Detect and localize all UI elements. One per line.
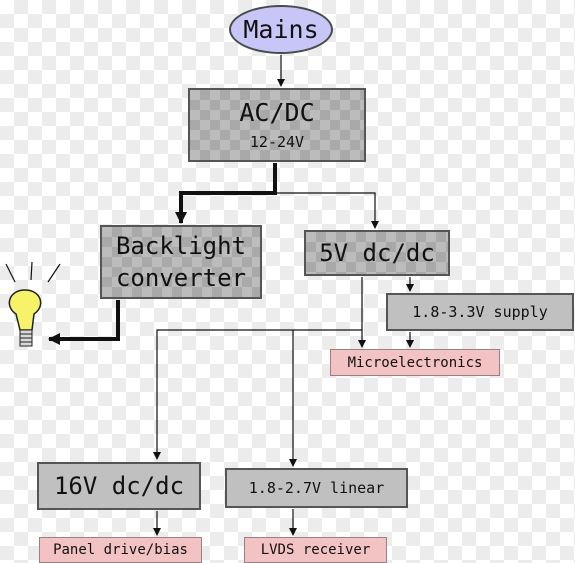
wire-acdc-backlight — [175, 163, 277, 224]
dcdc-16v-label: 16V dc/dc — [53, 472, 185, 500]
lvds-receiver-label: LVDS receiver — [260, 542, 371, 558]
backlight-label-line2: converter — [115, 264, 247, 292]
panel-drive-load: Panel drive/bias — [39, 537, 202, 563]
mains-node: Mains — [229, 5, 333, 54]
backlight-label-line1: Backlight — [115, 232, 247, 260]
light-bulb-icon — [5, 261, 61, 347]
lvds-receiver-load: LVDS receiver — [244, 537, 387, 563]
dcdc-5v-label: 5V dc/dc — [319, 239, 435, 267]
microelectronics-load: Microelectronics — [330, 349, 500, 376]
panel-drive-label: Panel drive/bias — [53, 542, 188, 558]
microelectronics-label: Microelectronics — [347, 354, 483, 371]
dcdc-5v-box: 5V dc/dc — [304, 230, 450, 276]
linear-1v8-2v7-label: 1.8-2.7V linear — [248, 479, 385, 497]
wire-acdc-5v — [275, 192, 379, 229]
wire-backlight-bulb — [48, 300, 120, 345]
linear-1v8-2v7-box: 1.8-2.7V linear — [225, 468, 408, 508]
acdc-range: 12-24V — [249, 133, 305, 151]
dcdc-16v-box: 16V dc/dc — [37, 462, 201, 510]
wire-5v-bus — [153, 277, 363, 460]
acdc-title: AC/DC — [239, 98, 315, 127]
supply-1v8-3v3-box: 1.8-3.3V supply — [386, 293, 574, 331]
acdc-converter-box: AC/DC 12-24V — [188, 88, 366, 162]
backlight-converter-box: Backlight converter — [100, 225, 262, 299]
mains-label: Mains — [243, 15, 319, 44]
supply-1v8-3v3-label: 1.8-3.3V supply — [412, 303, 548, 321]
